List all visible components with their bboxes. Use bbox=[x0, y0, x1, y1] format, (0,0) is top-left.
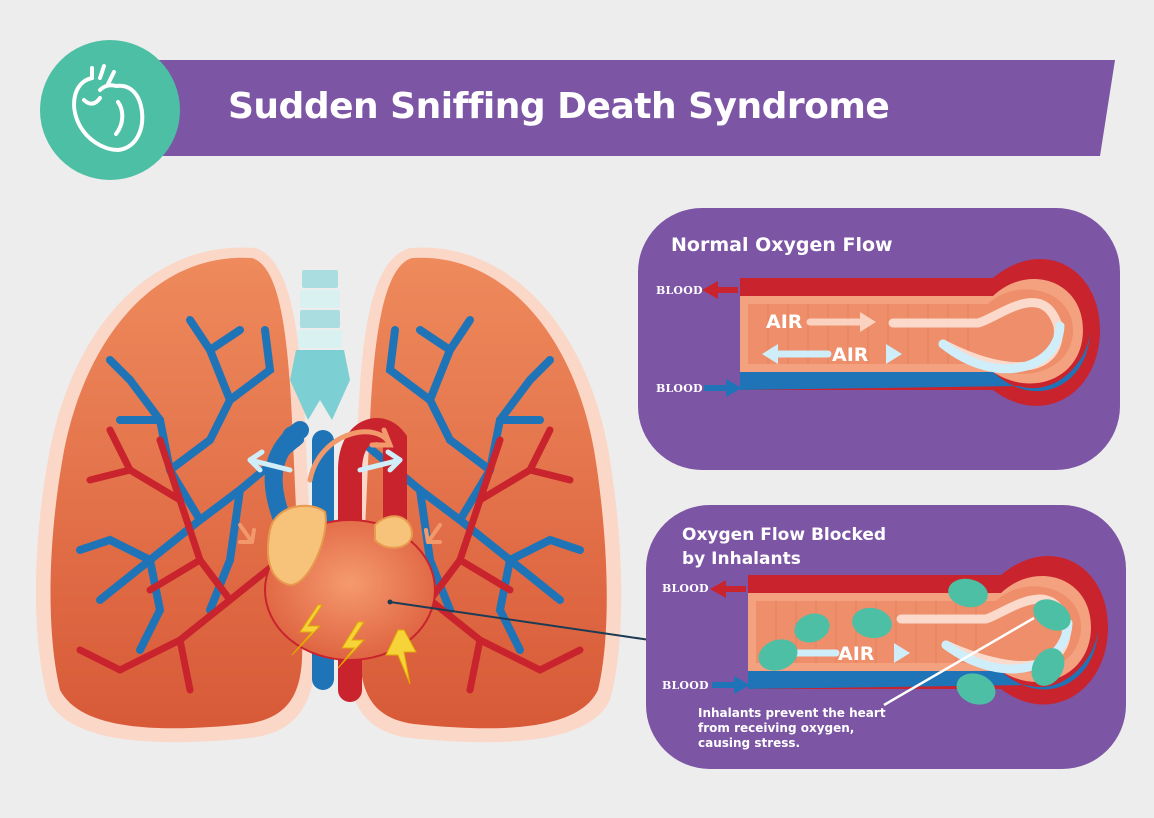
blocked-blood-in-label: BLOOD bbox=[662, 679, 709, 692]
blocked-flow-title-line2: by Inhalants bbox=[682, 549, 801, 569]
air-in-label: AIR bbox=[766, 311, 803, 333]
note-pointer-line bbox=[883, 616, 1035, 707]
page-title: Sudden Sniffing Death Syndrome bbox=[228, 86, 890, 127]
blocked-flow-panel bbox=[646, 505, 1126, 769]
inhalant-note: Inhalants prevent the heart from receivi… bbox=[698, 706, 886, 750]
heart-icon bbox=[72, 64, 145, 152]
heart-icon-badge bbox=[40, 40, 180, 180]
blood-out-label: BLOOD bbox=[656, 284, 703, 297]
blocked-air-label: AIR bbox=[838, 643, 875, 665]
trachea bbox=[290, 270, 350, 420]
air-out-label: AIR bbox=[832, 344, 869, 366]
red-vessel-tree bbox=[76, 426, 584, 694]
normal-flow-panel bbox=[638, 208, 1120, 470]
callout-line bbox=[389, 601, 651, 641]
blood-in-label: BLOOD bbox=[656, 382, 703, 395]
blue-flow-arrows bbox=[247, 449, 403, 473]
lungs-heart-illustration bbox=[35, 247, 651, 743]
inhalant-particles bbox=[758, 578, 1071, 705]
lightning-bolt-icons bbox=[291, 604, 417, 685]
blocked-blood-out-label: BLOOD bbox=[662, 582, 709, 595]
header-banner bbox=[40, 40, 1115, 180]
normal-flow-title: Normal Oxygen Flow bbox=[671, 234, 893, 256]
blocked-flow-title-line1: Oxygen Flow Blocked bbox=[682, 525, 887, 545]
